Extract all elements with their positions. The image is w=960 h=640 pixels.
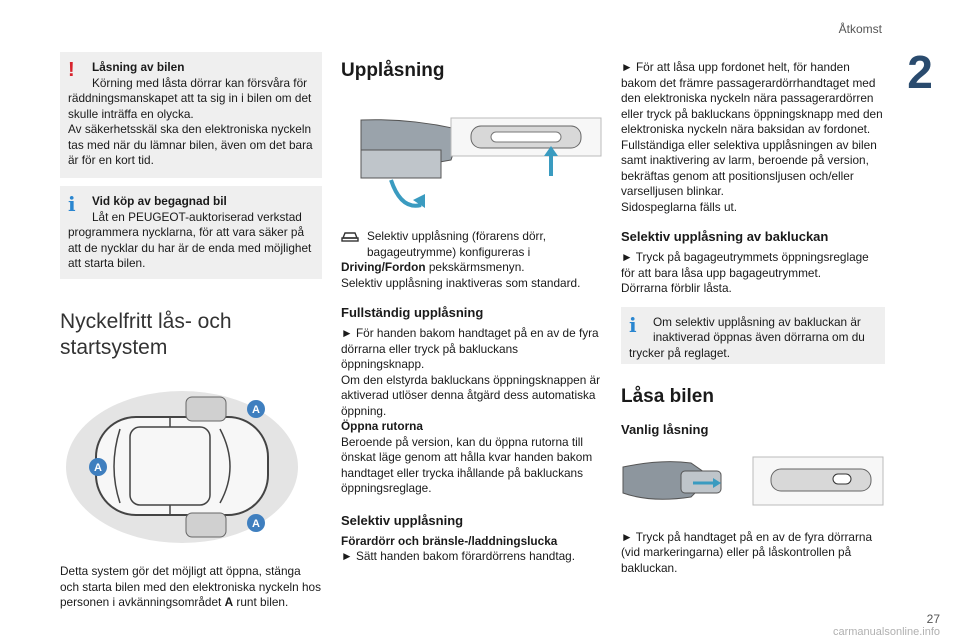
- column-right: ► För att låsa upp fordonet helt, för ha…: [621, 52, 885, 576]
- nav-menu-bold: Driving/Fordon: [341, 260, 426, 274]
- open-windows-body: Beroende på version, kan du öppna rutorn…: [341, 434, 593, 496]
- page-number: 27: [926, 612, 940, 626]
- tailgate-info-note: i Om selektiv upplåsning av bakluckan är…: [621, 306, 885, 364]
- zone-marker-a: [247, 400, 265, 418]
- zone-label: A: [252, 518, 260, 530]
- zone-marker-a: [247, 514, 265, 532]
- tailgate-unlock-title: Selektiv upplåsning av bakluckan: [621, 229, 829, 244]
- full-unlock-body: ► För handen bakom handtaget på en av de…: [341, 326, 601, 418]
- selective-subtitle-text: Förardörr och bränsle-/laddningslucka: [341, 533, 558, 548]
- navigation-note: Selektiv upplåsning (förarens dörr, baga…: [341, 229, 603, 260]
- warning-line1: Körning med låsta dörrar kan försvåra fö…: [92, 75, 308, 90]
- nav-line2: bagageutrymme) konfigureras i: [367, 244, 531, 259]
- warning-title: Låsning av bilen: [92, 60, 185, 74]
- full-unlock-title: Fullständig upplåsning: [341, 305, 484, 320]
- door-handle-lock-figure: [622, 456, 884, 505]
- keyless-zone-figure: A A A: [66, 391, 298, 543]
- warning-body: räddningsmanskapet att ta sig in i bilen…: [68, 91, 313, 167]
- desc-text: Detta system gör det möjligt att öppna, …: [60, 564, 321, 609]
- warning-icon: !: [68, 59, 75, 81]
- tailgate-info-line2: inaktiverad öppnas även dörrarna om du: [653, 330, 865, 344]
- normal-lock-title: Vanlig låsning: [621, 421, 709, 437]
- info-title: Vid köp av begagnad bil: [92, 194, 227, 208]
- header-title: Åtkomst: [838, 22, 882, 36]
- selective-unlock-title: Selektiv upplåsning: [341, 512, 464, 528]
- keyless-heading: Nyckelfritt lås- och startsystem: [60, 310, 232, 359]
- desc-bold: A: [224, 595, 234, 609]
- open-windows-title-text: Öppna rutorna: [341, 419, 423, 433]
- watermark: carmanualsonline.info: [832, 626, 940, 638]
- info-icon: i: [629, 312, 637, 337]
- selective-body: ► Sätt handen bakom förardörrens handtag…: [341, 549, 575, 563]
- open-windows-title: Öppna rutorna: [341, 419, 603, 435]
- info-line1: Låt en PEUGEOT-auktoriserad verkstad: [92, 209, 302, 224]
- zone-marker-a: [89, 458, 107, 476]
- nav-menu-line: Driving/Fordon pekskärmsmenyn.: [341, 260, 603, 276]
- tailgate-info-line3: trycker på reglaget.: [629, 345, 730, 360]
- column-middle: Upplåsning Selektiv upplåsning (förarens…: [341, 52, 603, 565]
- keyless-description: Detta system gör det möjligt att öppna, …: [60, 564, 322, 611]
- desc-end: runt bilen.: [233, 595, 289, 609]
- tailgate-unlock-body: ► Tryck på bagageutrymmets öppningsregla…: [621, 250, 869, 295]
- nav-line1: Selektiv upplåsning (förarens dörr,: [367, 229, 547, 243]
- column-left: ! Låsning av bilen Körning med låsta dör…: [60, 52, 322, 611]
- door-handle-unlock-figure: [360, 117, 602, 208]
- unlocking-title: Upplåsning: [341, 60, 445, 81]
- zone-label: A: [252, 404, 260, 416]
- tailgate-info-line1: Om selektiv upplåsning av bakluckan är: [653, 314, 861, 329]
- normal-lock-body: ► Tryck på handtaget på en av de fyra dö…: [621, 529, 873, 575]
- info-note: i Vid köp av begagnad bil Låt en PEUGEOT…: [60, 186, 322, 279]
- zone-label: A: [94, 462, 102, 474]
- full-unlock-passenger: ► För att låsa upp fordonet helt, för ha…: [621, 60, 883, 214]
- selective-subtitle: Förardörr och bränsle-/laddningslucka: [341, 534, 603, 550]
- chapter-number: 2: [900, 46, 940, 98]
- nav-menu-rest: pekskärmsmenyn.: [425, 260, 525, 274]
- info-icon: i: [68, 192, 76, 216]
- info-body: programmera nycklarna, för att vara säke…: [68, 225, 312, 270]
- warning-note: ! Låsning av bilen Körning med låsta dör…: [60, 52, 322, 178]
- lock-car-title: Låsa bilen: [621, 385, 714, 407]
- nav-default-line: Selektiv upplåsning inaktiveras som stan…: [341, 275, 581, 290]
- vehicle-settings-icon: [341, 232, 359, 242]
